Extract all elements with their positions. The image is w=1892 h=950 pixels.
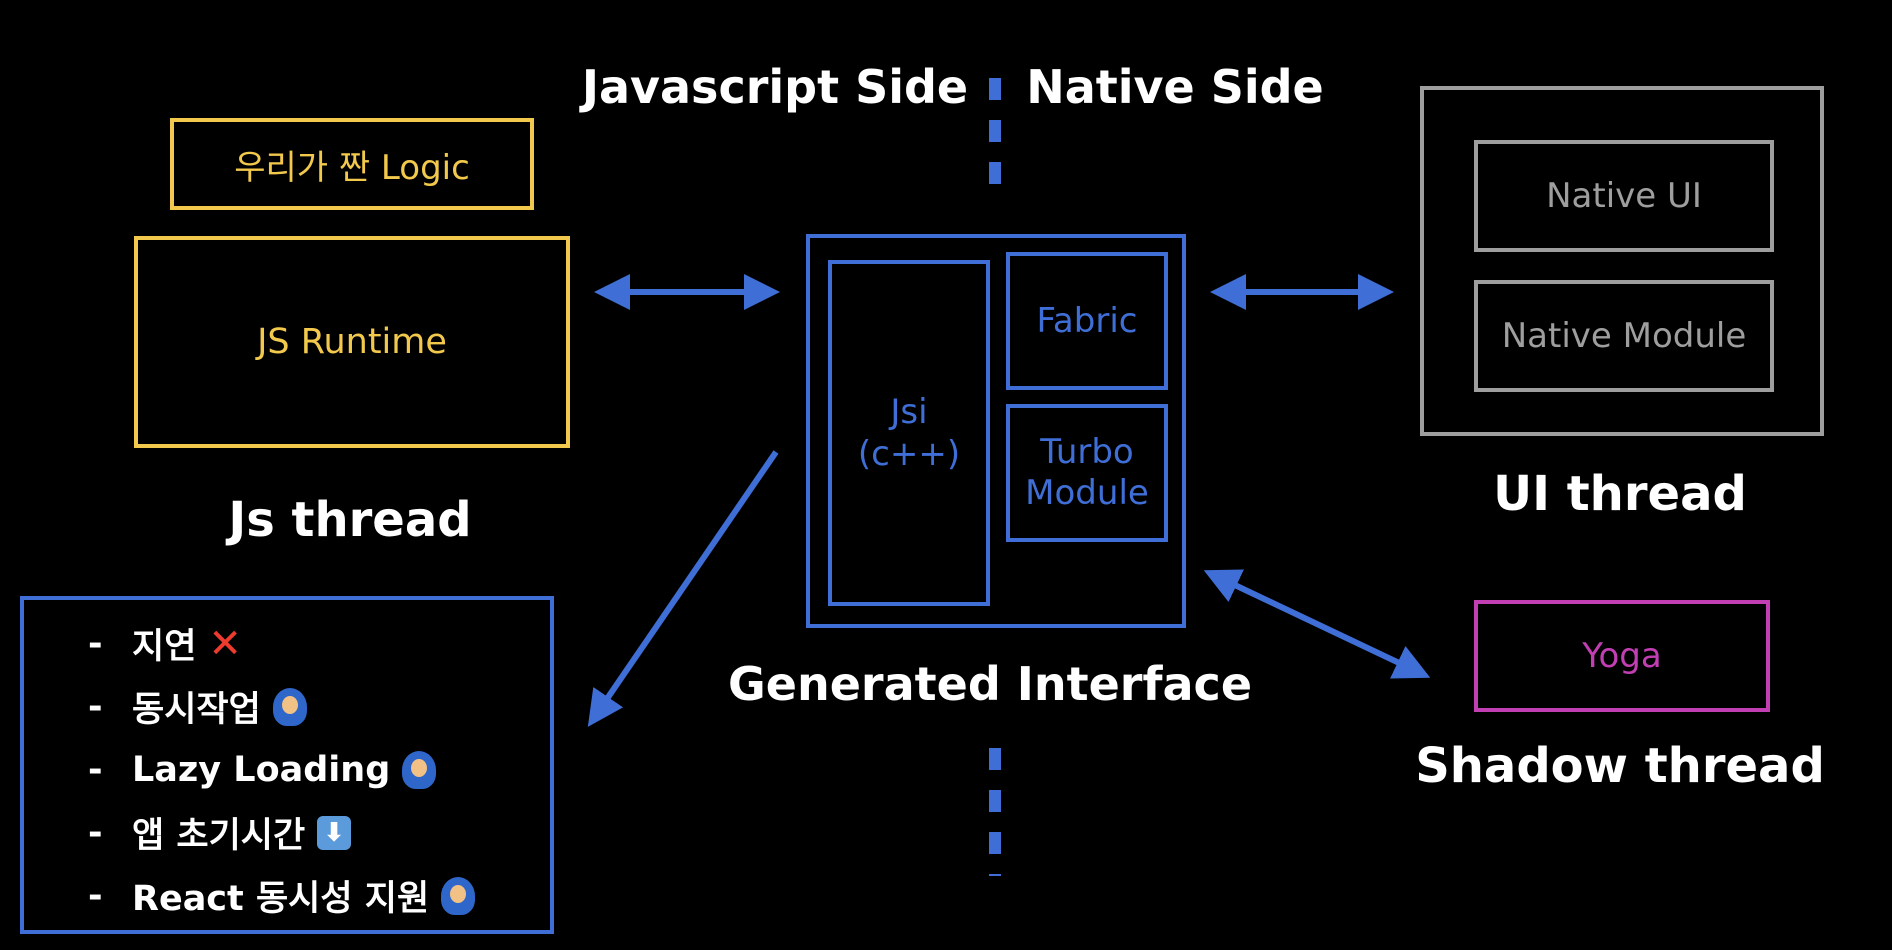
down-arrow-icon: ⬇ <box>317 815 352 850</box>
ui-thread-box: Native UI Native Module <box>1420 86 1824 436</box>
bullet-text: Lazy Loading <box>132 749 391 790</box>
fabric-label: Fabric <box>1036 301 1138 341</box>
heading-javascript-side: Javascript Side <box>581 60 969 114</box>
native-ui-box: Native UI <box>1474 140 1774 252</box>
person-icon <box>441 876 476 915</box>
list-item: - 지연 ✕ <box>88 612 538 675</box>
native-module-box: Native Module <box>1474 280 1774 392</box>
heading-generated-interface: Generated Interface <box>728 657 1253 711</box>
list-item: - React 동시성 지원 <box>88 864 538 927</box>
js-runtime-box: JS Runtime <box>134 236 570 448</box>
benefits-list: - 지연 ✕ - 동시작업 - Lazy Loading - 앱 초기시간 ⬇ … <box>88 612 538 927</box>
list-item: - 동시작업 <box>88 675 538 738</box>
jsi-label: Jsi (c++) <box>857 391 961 475</box>
heading-ui-thread: UI thread <box>1493 466 1747 522</box>
js-runtime-label: JS Runtime <box>257 322 447 362</box>
bullet-text: 지연 <box>132 627 197 667</box>
heading-native-side: Native Side <box>1026 60 1324 114</box>
bullet-marker: - <box>88 812 103 853</box>
heading-shadow-thread: Shadow thread <box>1415 738 1825 794</box>
bullet-marker: - <box>88 623 103 664</box>
yoga-label: Yoga <box>1582 636 1662 676</box>
benefits-box <box>20 596 554 934</box>
yoga-box: Yoga <box>1474 600 1770 712</box>
list-item: - 앱 초기시간 ⬇ <box>88 801 538 864</box>
our-logic-label: 우리가 짠 Logic <box>234 147 470 188</box>
arrow-interface-to-shadow <box>1203 569 1431 679</box>
x-icon: ✕ <box>208 620 242 667</box>
jsi-box: Jsi (c++) <box>828 260 990 606</box>
list-item: - Lazy Loading <box>88 738 538 801</box>
bullet-marker: - <box>88 875 103 916</box>
native-module-label: Native Module <box>1501 316 1747 356</box>
our-logic-box: 우리가 짠 Logic <box>170 118 534 210</box>
bullet-text: React 동시성 지원 <box>132 879 430 919</box>
person-icon <box>272 687 307 726</box>
heading-js-thread: Js thread <box>228 492 472 548</box>
bullet-text: 앱 초기시간 <box>132 816 306 856</box>
turbo-module-label: Turbo Module <box>1025 432 1149 513</box>
turbo-module-box: Turbo Module <box>1006 404 1168 542</box>
native-ui-label: Native UI <box>1546 176 1702 216</box>
arrow-js-to-benefits <box>587 450 779 727</box>
generated-interface-box: Jsi (c++) Fabric Turbo Module <box>806 234 1186 628</box>
bullet-marker: - <box>88 686 103 727</box>
person-icon <box>402 750 437 789</box>
fabric-box: Fabric <box>1006 252 1168 390</box>
bullet-marker: - <box>88 749 103 790</box>
bullet-text: 동시작업 <box>132 690 261 730</box>
